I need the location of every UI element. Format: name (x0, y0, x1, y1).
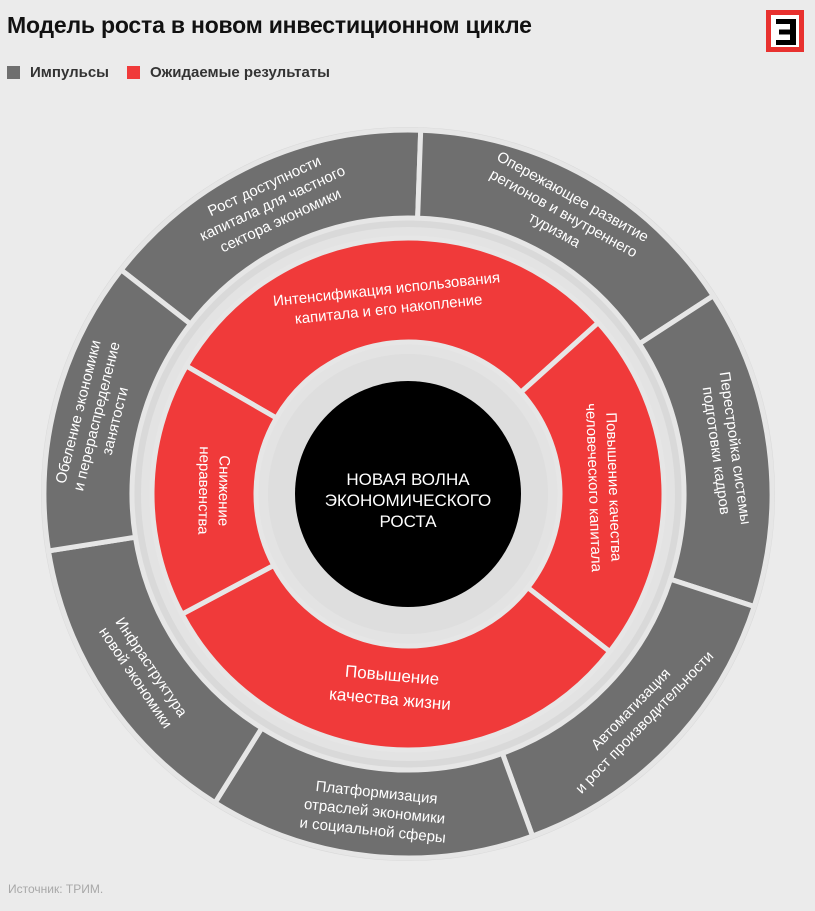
result-label-4-line-1: Снижение (214, 455, 232, 526)
result-segment-3 (178, 561, 614, 753)
brand-logo (766, 10, 804, 52)
impulse-segment-7 (41, 266, 195, 554)
result-label-2-line-1: Повышение качества (602, 412, 624, 562)
legend-item-impulses: Импульсы (7, 64, 109, 81)
legend-label-results: Ожидаемые результаты (149, 63, 330, 81)
result-label-4-line-2: неравенства (194, 446, 213, 535)
center-label-line-3: РОСТА (379, 512, 437, 531)
legend-swatch-impulses (7, 65, 20, 79)
center-label-line-2: ЭКОНОМИЧЕСКОГО (325, 491, 491, 510)
result-label-2-line-2: человеческого капитала (582, 403, 605, 573)
center-circle (295, 381, 521, 607)
legend-item-results: Ожидаемые результаты (126, 63, 330, 81)
result-segment-2 (517, 319, 667, 656)
result-segment-4 (149, 362, 280, 618)
result-segment-1 (182, 235, 602, 422)
center-label-line-1: НОВАЯ ВОЛНА (346, 470, 470, 489)
logo-letter-icon (776, 19, 796, 45)
legend: Импульсы Ожидаемые результаты (7, 62, 348, 82)
legend-label-impulses: Импульсы (30, 63, 109, 81)
source-note: Источник: ТРИМ. (8, 882, 104, 896)
legend-swatch-results (126, 65, 140, 79)
page-title: Модель роста в новом инвестиционном цикл… (7, 12, 532, 38)
